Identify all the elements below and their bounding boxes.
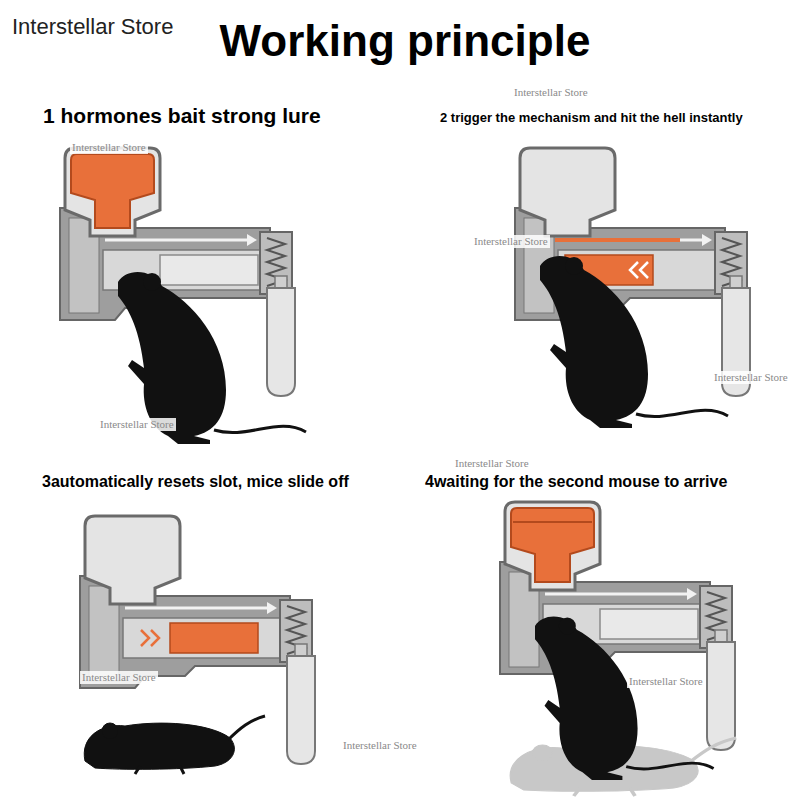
- watermark: Interstellar Store: [98, 418, 176, 431]
- striker-returning: [170, 623, 258, 653]
- watermark: Interstellar Store: [453, 457, 531, 470]
- mouse-silhouette: [535, 616, 714, 779]
- watermark: Interstellar Store: [472, 235, 550, 248]
- step-caption: 1 hormones bait strong lure: [43, 104, 321, 128]
- motion-chevrons: [630, 262, 648, 278]
- motion-chevrons: [141, 630, 159, 646]
- watermark: Interstellar Store: [512, 86, 590, 99]
- bait-block: [71, 154, 154, 228]
- watermark: Interstellar Store: [70, 141, 148, 154]
- store-name: Interstellar Store: [12, 14, 173, 39]
- dead-mouse: [84, 716, 265, 774]
- mouse-silhouette: [84, 716, 265, 774]
- watermark: Interstellar Store: [627, 675, 705, 688]
- step-caption: 4waiting for the second mouse to arrive: [425, 473, 727, 491]
- step-caption: 3automatically resets slot, mice slide o…: [42, 473, 349, 491]
- striker: [160, 255, 258, 285]
- mouse-silhouette: [540, 256, 728, 428]
- bait-band: [513, 521, 592, 523]
- watermark: Interstellar Store: [80, 671, 158, 684]
- diagram-title: Working principle: [220, 16, 591, 67]
- bait-block: [511, 508, 594, 582]
- step-caption: 2 trigger the mechanism and hit the hell…: [440, 111, 743, 126]
- watermark: Interstellar Store: [712, 371, 790, 384]
- watermark: Interstellar Store: [341, 739, 419, 752]
- second-mouse: [535, 616, 714, 779]
- trigger-rod-active: [555, 238, 680, 242]
- striker: [600, 609, 698, 639]
